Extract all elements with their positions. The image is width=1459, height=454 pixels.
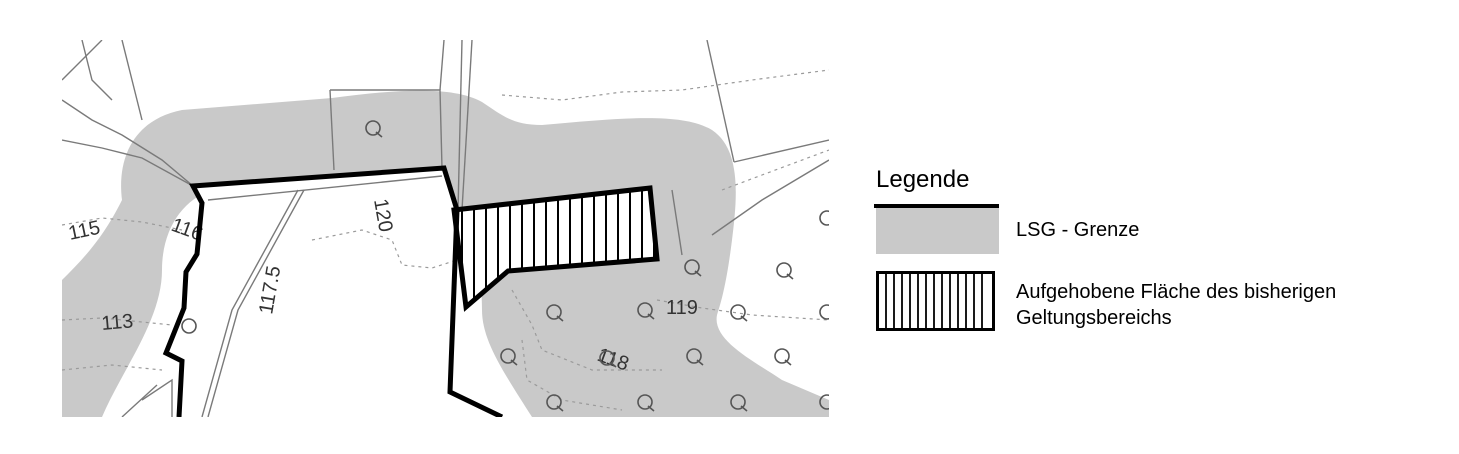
- hatch-swatch: [876, 271, 995, 331]
- contour-label: 119: [666, 297, 698, 319]
- parcel-lines: [62, 40, 829, 417]
- legend-label-removed-line2: Geltungsbereichs: [1016, 307, 1172, 329]
- contour-label: 115: [66, 217, 102, 245]
- legend-label-removed-line1: Aufgehobene Fläche des bisherigen: [1016, 281, 1337, 303]
- lsg-boundary: [162, 165, 504, 417]
- lsg-swatch: [876, 208, 999, 254]
- legend-title: Legende: [876, 166, 970, 193]
- legend-label-lsg: LSG - Grenze: [1016, 219, 1140, 241]
- legend: Legende LSG - Grenze Aufgehobene Fläche …: [874, 166, 1434, 346]
- contour-label: 113: [101, 310, 135, 335]
- lsg-boundary-line-swatch: [874, 204, 999, 208]
- wetland-marker-icon: [181, 120, 829, 412]
- map-excerpt: 115 116 113 117.5 120 119 118: [62, 40, 829, 417]
- contour-lines: [62, 69, 829, 411]
- excluded-area: [166, 168, 457, 417]
- lsg-zone: [62, 90, 829, 417]
